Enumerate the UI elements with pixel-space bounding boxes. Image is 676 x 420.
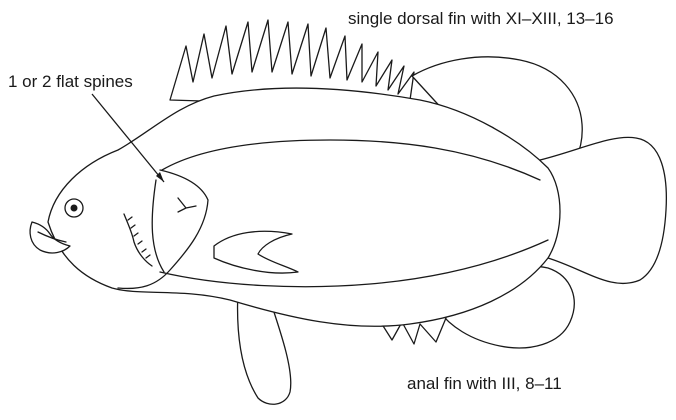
fish-body bbox=[48, 88, 560, 326]
eye-pupil bbox=[71, 205, 78, 212]
flat-spines-label: 1 or 2 flat spines bbox=[8, 73, 133, 90]
dorsal-fin-label: single dorsal fin with XI–XIII, 13–16 bbox=[348, 10, 614, 27]
anal-fin-label: anal fin with III, 8–11 bbox=[407, 375, 562, 392]
